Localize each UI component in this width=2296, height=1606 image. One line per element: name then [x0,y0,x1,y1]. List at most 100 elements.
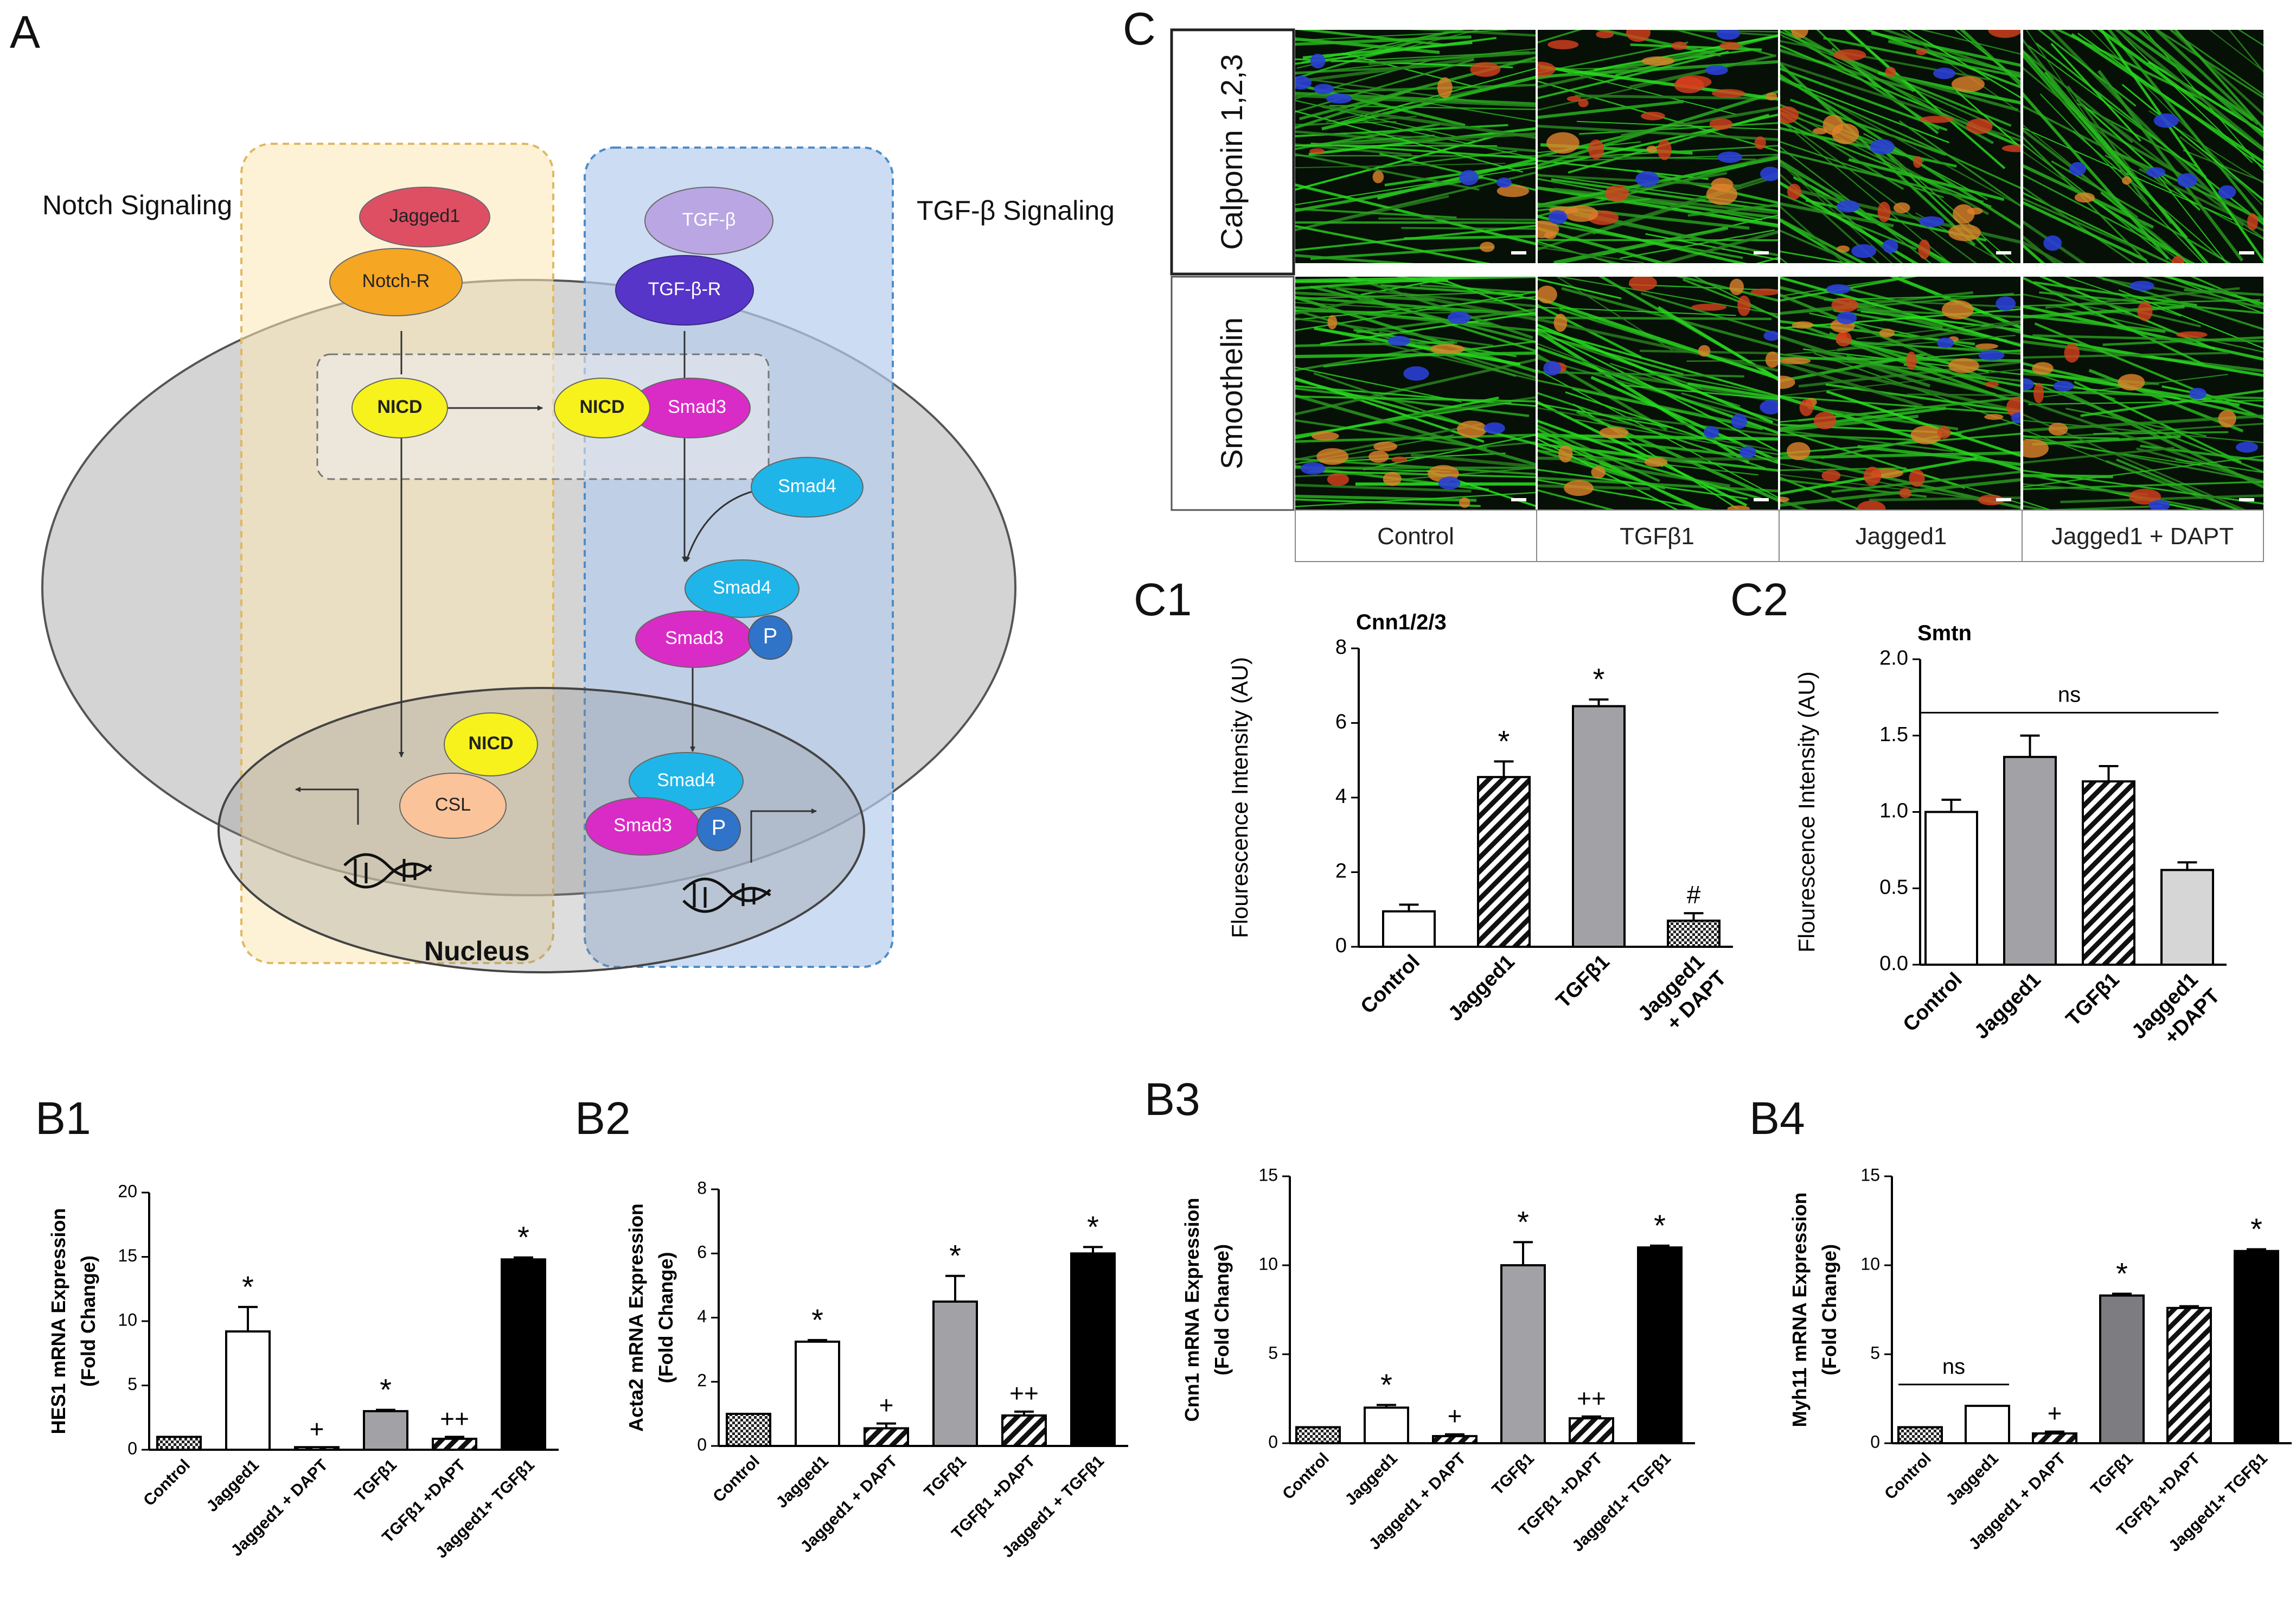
nucleus-mark [1295,75,1312,90]
fiber-mark [2023,362,2263,419]
stain-mark [1893,202,1910,214]
smad4-node [685,559,800,618]
fiber-mark [1295,48,1536,75]
significance-label: * [1593,662,1605,696]
fiber-mark [1594,30,1722,57]
nucleus-mark [2129,281,2154,291]
stain-mark [1558,445,1573,463]
fiber-mark [1590,375,1778,463]
nucleus-mark [1870,139,1895,155]
stain-mark [1327,315,1338,330]
fiber-mark [2023,438,2201,466]
fiber-mark [1409,30,1536,37]
stain-mark [1657,139,1672,161]
stain-mark [1988,30,2020,38]
fiber-mark [1295,492,1536,507]
fiber-mark [2102,336,2263,346]
fiber-mark [1780,356,2020,362]
significance-label: * [811,1303,823,1337]
nucleus-mark [1705,65,1728,75]
jagged1-label: Jagged1 [389,206,460,226]
fiber-mark [2179,136,2263,202]
fiber-mark [2039,291,2263,315]
y-tick-label: 10 [1860,1254,1880,1273]
fiber-mark [1780,162,1893,263]
stain-mark [2074,192,2095,203]
fiber-mark [2023,174,2196,263]
fiber-mark [1538,433,1707,510]
panel-label-B2: B2 [575,1093,631,1144]
fiber-mark [1780,335,1931,388]
fiber-mark [1803,348,2020,375]
y-tick-label: 2 [1335,860,1347,883]
fiber-mark [1295,35,1472,46]
nicd-bound-label: NICD [579,397,624,417]
fiber-mark [1538,435,1762,500]
fiber-mark [2035,42,2263,226]
fiber-mark [2023,474,2113,479]
fiber-mark [2023,293,2134,317]
fiber-mark [1295,88,1412,130]
micrograph-grid: Calponin 1,2,3 Smoothelin Control TGFβ1 … [1170,28,2264,562]
fiber-mark [2107,30,2263,222]
nicd-label: NICD [377,397,422,417]
significance-label: ++ [1009,1379,1039,1407]
y-tick-label: 0 [1870,1432,1880,1451]
fiber-mark [1780,107,1962,200]
smad4-free-node [751,457,864,518]
bar [501,1258,546,1451]
fiber-mark [1780,121,1992,208]
fiber-mark [1629,201,1778,228]
fiber-mark [1538,432,1752,458]
micrograph-content [1538,277,1778,510]
category-label: Jagged1 [1943,1450,2002,1509]
fiber-mark [1599,413,1778,436]
fiber-mark [2023,67,2172,193]
stain-mark [1566,95,1581,102]
fiber-mark [1565,391,1778,464]
smad4-nuclear-label: Smad4 [657,770,715,791]
bar [2003,756,2057,966]
fiber-mark [1572,213,1778,257]
smad3-nuclear-label: Smad3 [613,815,672,836]
significance-label: * [1498,724,1510,758]
notch-receptor-label: Notch-R [362,271,430,291]
smad3-p-label: Smad3 [665,628,724,648]
category-label: Jagged1 [203,1456,263,1515]
fiber-mark [1780,218,1867,263]
fiber-mark [1538,469,1748,500]
fiber-mark [1641,292,1778,335]
significance-label: * [517,1220,529,1254]
nucleus-mark [1438,476,1461,490]
significance-label: * [1654,1208,1666,1242]
nucleus-mark [2235,442,2259,453]
scale-bar [1511,498,1526,501]
nicd-nuclear-node [444,712,538,776]
fiber-mark [2237,30,2263,46]
stain-mark [1553,314,1568,332]
fiber-mark [1538,400,1748,507]
stain-mark [1750,288,1778,296]
stain-mark [1916,48,1927,55]
nucleus-mark [2148,500,2170,510]
fiber-mark [1419,284,1536,294]
bar [864,1427,909,1447]
bar [1572,705,1626,948]
stain-mark [1831,297,1859,313]
fiber-mark [2077,33,2263,168]
fiber-mark [1575,94,1778,100]
nucleus-mark [1836,200,1860,213]
fiber-mark [1954,30,2020,82]
fiber-mark [1295,225,1536,252]
scale-bar [2239,251,2254,254]
row-label-box-calponin [1170,28,1295,276]
tgfb-receptor-node [615,255,754,326]
fiber-mark [1295,306,1536,332]
bar [2160,869,2214,966]
micrograph-tile [1780,30,2020,263]
fiber-mark [1538,489,1617,510]
fiber-mark [1780,117,1977,263]
stain-mark [1836,245,1850,253]
